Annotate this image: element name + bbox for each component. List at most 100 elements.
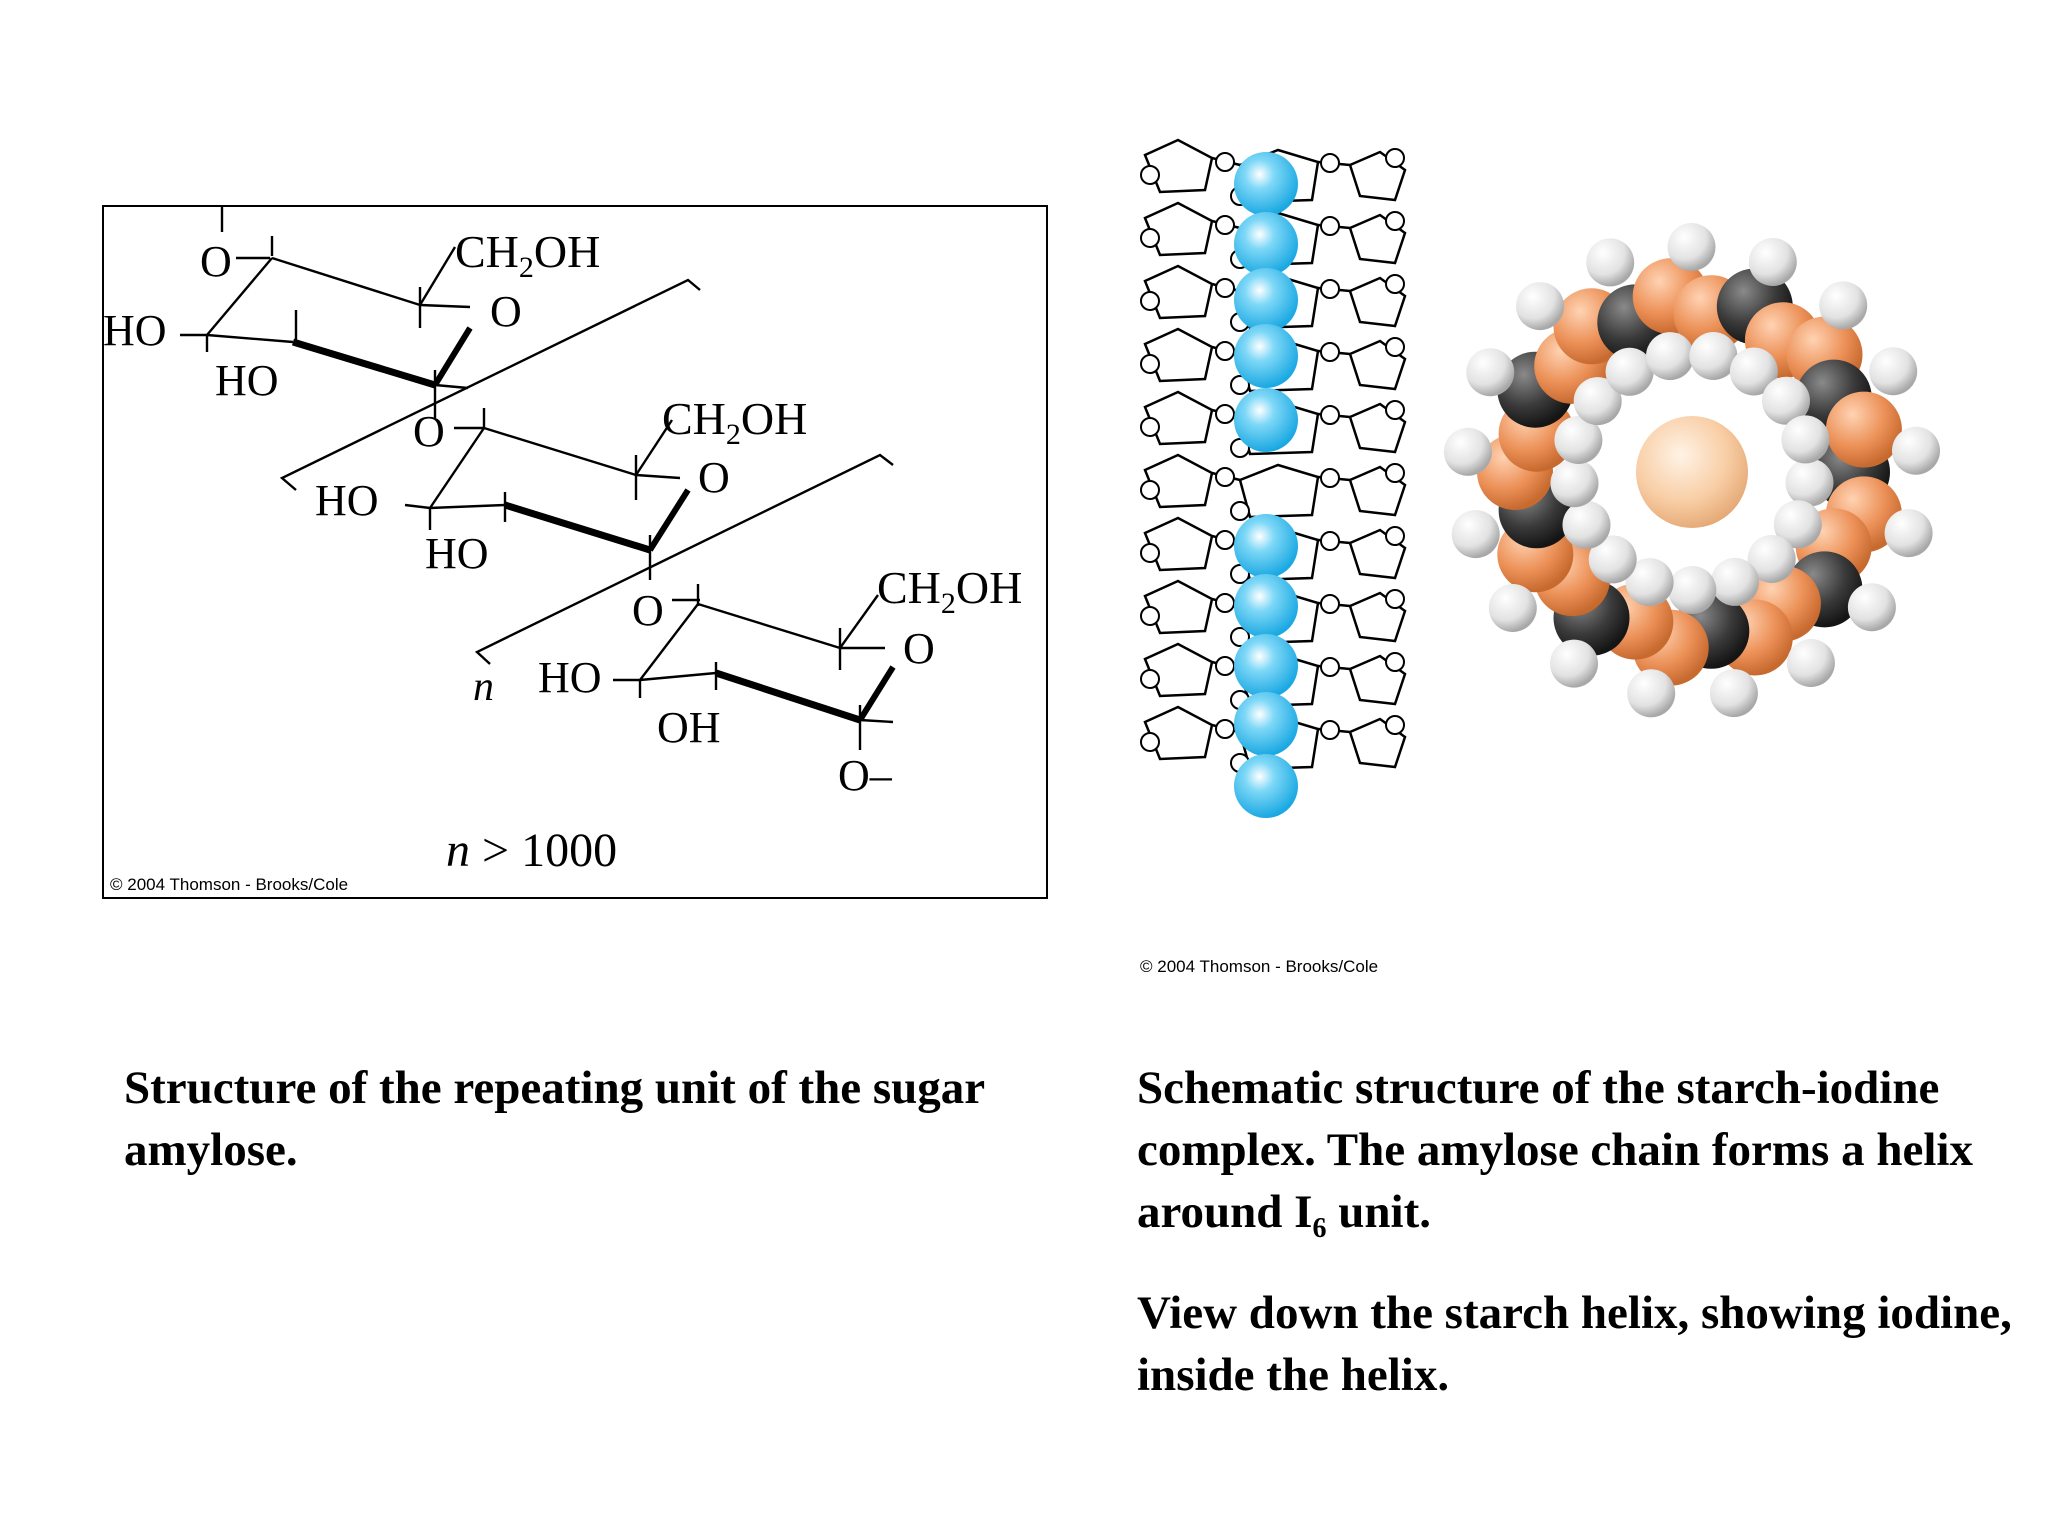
label-ring-o-2: O [698, 453, 730, 502]
helix-schematic [1140, 138, 1407, 818]
sugar-ring [1143, 516, 1214, 572]
hydrogen-atom [1605, 347, 1654, 396]
left-caption: Structure of the repeating unit of the s… [124, 1062, 985, 1176]
oxygen-atom [1215, 341, 1235, 361]
oxygen-atom [1385, 652, 1405, 672]
sugar-ring [1348, 528, 1407, 580]
oxygen-atom [1140, 732, 1160, 752]
label-o-bottom: O– [838, 751, 893, 800]
hydrogen-atom [1627, 669, 1676, 718]
hydrogen-atom [1869, 347, 1918, 396]
label-ho-1a: HO [103, 306, 167, 355]
label-ch2oh-3: CH2OH [877, 562, 1022, 620]
right-caption-end: unit. [1326, 1186, 1431, 1238]
iodine-center [1636, 416, 1748, 528]
oxygen-atom [1230, 375, 1250, 395]
iodine-atom [1234, 388, 1298, 452]
oxygen-atom [1215, 404, 1235, 424]
sugar-ring [1143, 390, 1214, 446]
label-ch2oh-1: CH2OH [455, 226, 600, 284]
iodine-atom [1234, 692, 1298, 756]
sugar-ring [1143, 264, 1214, 320]
right-caption: Schematic structure of the starch-iodine… [1137, 1057, 2017, 1260]
helix-top-view [1443, 223, 1940, 718]
oxygen-atom [1385, 211, 1405, 231]
sugar-ring [1348, 402, 1407, 454]
sugar-ring [1143, 201, 1214, 257]
oxygen-atom [1230, 501, 1250, 521]
iodine-atom [1234, 324, 1298, 388]
left-credit: © 2004 Thomson - Brooks/Cole [110, 875, 348, 894]
amylose-structure: O CH2OH O HO HO O CH2OH O HO HO [102, 205, 1048, 899]
oxygen-atom [1320, 342, 1340, 362]
iodine-atom [1234, 574, 1298, 638]
oxygen-atom [1385, 715, 1405, 735]
oxygen-atom [1215, 656, 1235, 676]
n-condition: n > 1000 [446, 824, 617, 877]
hydrogen-atom [1550, 639, 1598, 688]
oxygen-atom [1140, 165, 1160, 185]
sugar-ring [1348, 717, 1407, 769]
oxygen-atom [1140, 291, 1160, 311]
sugar-ring [1348, 591, 1407, 643]
sugar-ring [1348, 150, 1407, 202]
glucose-unit-3 [613, 584, 896, 750]
oxygen-atom [1385, 337, 1405, 357]
iodine-atom [1234, 634, 1298, 698]
oxygen-atom [1140, 606, 1160, 626]
oxygen-atom [1140, 480, 1160, 500]
oxygen-atom [1215, 152, 1235, 172]
hydrogen-atom [1781, 415, 1830, 464]
label-ho-3: HO [538, 653, 602, 702]
hydrogen-atom [1562, 500, 1611, 549]
hydrogen-atom [1488, 584, 1537, 632]
hydrogen-atom [1646, 332, 1694, 381]
glucose-unit-2 [404, 408, 691, 580]
oxygen-atom [1215, 719, 1235, 739]
oxygen-atom [1320, 468, 1340, 488]
sugar-ring [1143, 327, 1214, 383]
oxygen-atom [1320, 531, 1340, 551]
sugar-ring [1143, 642, 1214, 698]
iodine-atom [1234, 152, 1298, 216]
iodine-subscript: 6 [1312, 1213, 1327, 1244]
oxygen-atom [1385, 400, 1405, 420]
glucose-unit-1 [180, 206, 473, 410]
sugar-ring [1143, 579, 1214, 635]
oxygen-atom [1385, 463, 1405, 483]
label-ho-1b: HO [215, 356, 279, 405]
hydrogen-atom [1710, 557, 1759, 606]
hydrogen-atom [1785, 458, 1834, 507]
label-ring-o-3: O [903, 624, 935, 673]
hydrogen-atom [1586, 238, 1635, 287]
label-o-top: O [200, 237, 232, 286]
oxygen-atom [1230, 627, 1250, 647]
oxygen-atom [1320, 153, 1340, 173]
oxygen-atom [1215, 215, 1235, 235]
hydrogen-atom [1819, 281, 1868, 330]
oxygen-atom [1320, 720, 1340, 740]
sugar-ring [1143, 138, 1214, 194]
hydrogen-atom [1550, 459, 1599, 508]
oxygen-atom [1385, 526, 1405, 546]
oxygen-atom [1825, 391, 1902, 468]
hydrogen-atom [1668, 566, 1717, 614]
oxygen-atom [1140, 417, 1160, 437]
sugar-ring [1348, 339, 1407, 391]
hydrogen-atom [1573, 377, 1622, 426]
oxygen-atom [1320, 594, 1340, 614]
label-ch2oh-2: CH2OH [662, 393, 807, 451]
oxygen-atom [1215, 467, 1235, 487]
hydrogen-atom [1689, 332, 1738, 380]
oxygen-atom [1140, 543, 1160, 563]
hydrogen-atom [1729, 347, 1778, 396]
oxygen-atom [1385, 148, 1405, 168]
sugar-ring [1143, 453, 1214, 509]
hydrogen-atom [1554, 416, 1603, 464]
hydrogen-atom [1786, 639, 1835, 687]
hydrogen-atom [1748, 238, 1797, 286]
hydrogen-atom [1443, 427, 1492, 476]
oxygen-atom [1320, 279, 1340, 299]
hydrogen-atom [1466, 348, 1515, 397]
